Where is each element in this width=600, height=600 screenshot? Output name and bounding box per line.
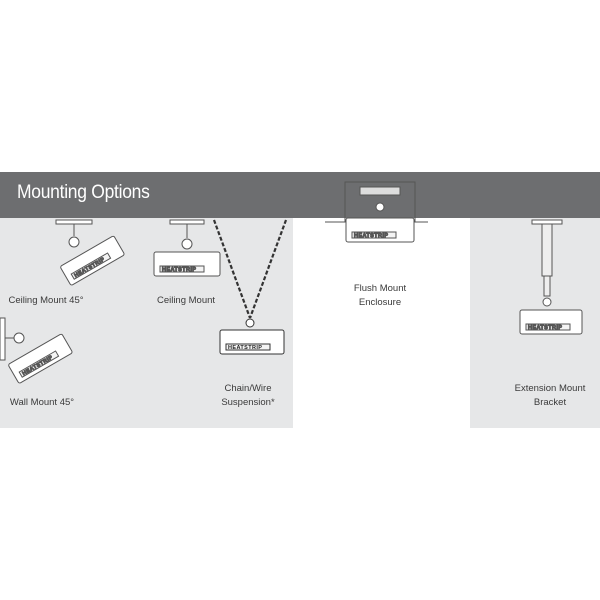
label-chain-wire-suspension: Chain/Wire Suspension*	[221, 383, 275, 408]
brand-text: HEATSTRIP	[354, 233, 388, 239]
brand-text: HEATSTRIP	[528, 325, 562, 331]
chain-suspension-illustration: HEATSTRIP	[212, 219, 288, 355]
ceiling-mount-illustration: HEATSTRIP	[153, 219, 221, 277]
label-flush-mount-enclosure: Flush Mount Enclosure	[353, 283, 407, 308]
label-wall-mount-45: Wall Mount 45°	[9, 397, 75, 408]
label-ceiling-mount-45: Ceiling Mount 45°	[8, 295, 84, 306]
ceiling-mount-45-illustration: HEATSTRIP	[55, 219, 125, 286]
extension-mount-illustration: HEATSTRIP	[519, 219, 583, 335]
brand-text: HEATSTRIP	[162, 267, 196, 273]
left-options-panel	[0, 218, 293, 428]
page-title: Mounting Options	[17, 182, 150, 203]
wall-mount-45-illustration: HEATSTRIP	[0, 317, 73, 384]
header-banner: Mounting Options	[0, 172, 600, 218]
label-ceiling-mount: Ceiling Mount	[156, 295, 216, 306]
flush-mount-illustration: HEATSTRIP	[325, 181, 428, 243]
brand-text: HEATSTRIP	[228, 345, 262, 351]
label-extension-mount-bracket: Extension Mount Bracket	[514, 383, 586, 408]
